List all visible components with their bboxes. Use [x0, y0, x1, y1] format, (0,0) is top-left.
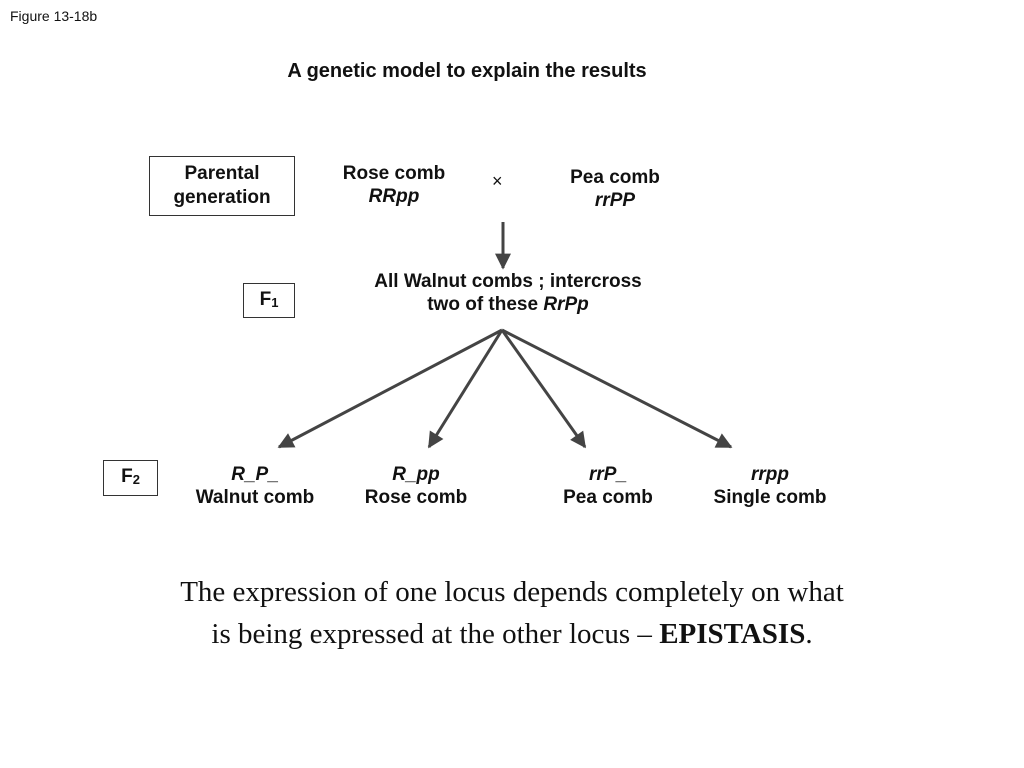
pea-parent: Pea comb rrPP	[545, 166, 685, 212]
parental-box-line1: Parental	[184, 163, 260, 184]
f2-rose-genotype: R_pp	[392, 464, 440, 485]
f1-to-rose-arrow	[427, 329, 504, 449]
f2-pea-phenotype: Pea comb	[563, 487, 653, 508]
parental-generation-box: Parental generation	[149, 156, 295, 216]
statement-suffix: .	[805, 618, 813, 650]
f1-genotype: RrPp	[543, 294, 589, 315]
statement-emphasis: EPISTASIS	[659, 618, 806, 650]
epistasis-statement: The expression of one locus depends comp…	[60, 571, 964, 655]
f2-pea-genotype: rrP_	[588, 464, 628, 485]
pea-parent-genotype: rrPP	[594, 190, 636, 211]
f1-box-subscript: 1	[271, 295, 279, 310]
diagram-title: A genetic model to explain the results	[287, 60, 647, 82]
f2-box-letter: F	[121, 466, 133, 487]
rose-parent-genotype: RRpp	[368, 186, 420, 207]
f2-single-genotype: rrpp	[751, 464, 789, 485]
pea-parent-name: Pea comb	[570, 167, 660, 188]
f2-box-subscript: 2	[132, 472, 140, 487]
f1-box-letter: F	[259, 289, 272, 310]
f2-single: rrpp Single comb	[694, 463, 846, 509]
statement-line1: The expression of one locus depends comp…	[180, 576, 844, 608]
rose-parent: Rose comb RRpp	[324, 162, 464, 208]
f1-to-single-arrow	[501, 328, 733, 449]
f2-single-phenotype: Single comb	[713, 487, 827, 508]
statement-line2: is being expressed at the other locus – …	[60, 613, 964, 655]
f1-line2: two of these RrPp	[330, 293, 686, 316]
f2-walnut-genotype: R_P_	[231, 464, 279, 485]
f1-to-pea-arrow	[500, 329, 587, 449]
f1-line1: All Walnut combs ; intercross	[374, 271, 642, 292]
f2-pea: rrP_ Pea comb	[540, 463, 676, 509]
cross-symbol: ×	[492, 171, 503, 191]
f2-rose: R_pp Rose comb	[344, 463, 488, 509]
f2-walnut: R_P_ Walnut comb	[176, 463, 334, 509]
f2-box: F2	[103, 460, 158, 496]
f1-box: F1	[243, 283, 295, 318]
rose-parent-name: Rose comb	[342, 163, 446, 184]
figure-label: Figure 13-18b	[10, 8, 98, 24]
f1-description: All Walnut combs ; intercross two of the…	[330, 270, 686, 316]
f1-to-walnut-arrow	[277, 328, 503, 449]
f1-line2-prefix: two of these	[427, 294, 544, 315]
statement-line2-prefix: is being expressed at the other locus –	[211, 618, 660, 650]
f2-walnut-phenotype: Walnut comb	[195, 487, 315, 508]
parental-box-line2: generation	[173, 187, 271, 208]
f2-rose-phenotype: Rose comb	[364, 487, 468, 508]
